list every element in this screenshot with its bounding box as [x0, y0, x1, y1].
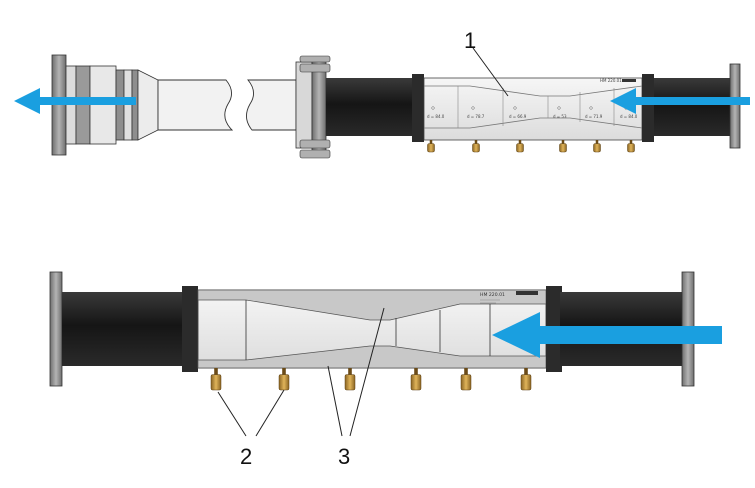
bottom-venturi-tube: HM 220.01	[197, 289, 547, 369]
top-model-label: HM 220.01	[600, 78, 622, 83]
top-venturi-tube: HM 220.01 d = 84.0 d = 78.7 d = 66.9 d = 53…	[412, 74, 654, 142]
diameter-labels: d = 84.0 d = 78.7 d = 66.9 d = 53 d = 71.9 d …	[427, 106, 638, 119]
diameter-label: d = 53	[553, 114, 567, 119]
bottom-left-flange	[49, 271, 63, 387]
pressure-nozzle	[210, 368, 222, 391]
pressure-nozzle	[520, 368, 532, 391]
inlet-flange	[729, 63, 741, 149]
diameter-label: d = 66.9	[509, 114, 527, 119]
pressure-nozzle	[278, 368, 290, 391]
top-assembly: HM 220.01 d = 84.0 d = 78.7 d = 66.9 d = 53…	[14, 28, 750, 159]
bottom-model-label: HM 220.01	[480, 292, 505, 298]
pressure-nozzle	[627, 140, 635, 153]
pressure-nozzle	[427, 140, 435, 153]
callout-3: 3	[338, 444, 350, 469]
outlet-flow-arrow	[14, 88, 136, 114]
diameter-label: d = 84.0	[620, 114, 638, 119]
pressure-nozzle	[344, 368, 356, 391]
callout-1-leader	[472, 47, 509, 97]
callout-3-group: 3	[327, 307, 385, 469]
pressure-nozzle	[410, 368, 422, 391]
hose-right	[654, 78, 732, 136]
tap-marker	[471, 106, 475, 110]
tap-marker	[557, 106, 561, 110]
callout-2-group: 2	[217, 389, 285, 469]
hose-left	[326, 78, 416, 136]
pressure-nozzle	[593, 140, 601, 153]
bolted-flange	[295, 55, 331, 159]
diameter-label: d = 84.0	[427, 114, 445, 119]
tap-marker	[431, 106, 435, 110]
pressure-nozzle	[559, 140, 567, 153]
callout-2: 2	[240, 444, 252, 469]
callout-1: 1	[464, 28, 476, 53]
diameter-label: d = 78.7	[467, 114, 485, 119]
top-pressure-nozzles	[427, 140, 635, 153]
tap-marker	[513, 106, 517, 110]
inlet-flow-arrow	[610, 88, 750, 114]
bottom-hose-left	[62, 292, 186, 366]
bottom-pressure-nozzles	[210, 368, 532, 391]
diameter-label: d = 71.9	[585, 114, 603, 119]
pipe-segment	[157, 79, 297, 131]
tap-marker	[589, 106, 593, 110]
pressure-nozzle	[516, 140, 524, 153]
bottom-flow-arrow	[492, 312, 722, 358]
pressure-nozzle	[460, 368, 472, 391]
bottom-assembly: HM 220.01 2 3	[49, 271, 722, 469]
pressure-nozzle	[472, 140, 480, 153]
